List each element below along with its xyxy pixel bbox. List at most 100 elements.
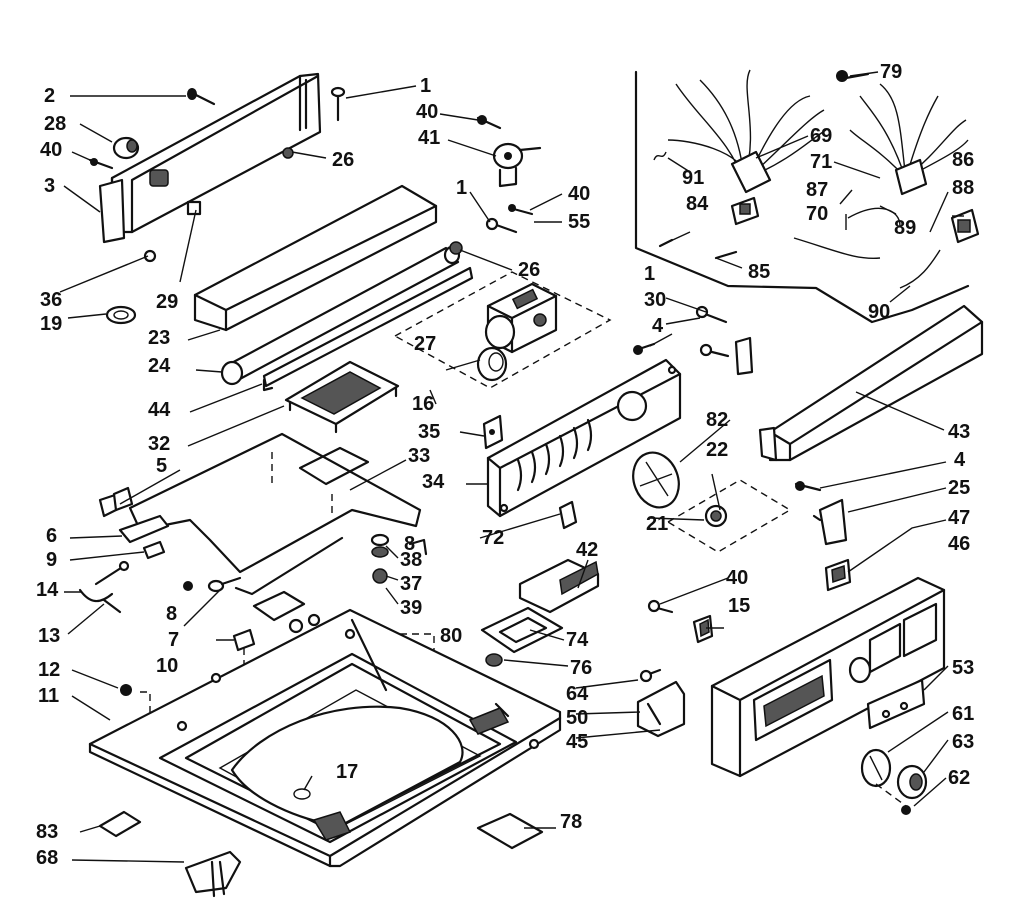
callout-15: 15: [728, 595, 751, 617]
callout-40d: 40: [726, 567, 749, 589]
callout-11: 11: [38, 685, 60, 707]
callout-2: 2: [44, 85, 56, 107]
guide-68: [184, 850, 242, 898]
callout-24: 24: [148, 355, 171, 377]
callout-1: 1: [420, 75, 432, 97]
callout-71: 71: [810, 151, 833, 173]
callout-4: 4: [954, 449, 966, 471]
callout-46: 46: [948, 533, 971, 555]
lid-switch-50: [636, 680, 686, 738]
hinge-14-13: [78, 560, 130, 614]
callout-38: 38: [400, 549, 423, 571]
callout-47: 47: [948, 507, 971, 529]
callout-44: 44: [148, 399, 171, 421]
callout-9: 9: [46, 549, 58, 571]
screw-40a: [88, 158, 114, 170]
callout-1: 1: [456, 177, 468, 199]
console-46: [710, 576, 946, 778]
screw-40c: [508, 204, 534, 216]
callout-8: 8: [166, 603, 178, 625]
callout-40: 40: [568, 183, 591, 205]
callout-88: 88: [952, 177, 975, 199]
callout-80: 80: [440, 625, 463, 647]
dial-82: [632, 451, 680, 509]
callout-68: 68: [36, 847, 59, 869]
screw-64: [639, 668, 662, 683]
bracket-25: [812, 498, 848, 546]
callout-50: 50: [566, 707, 589, 729]
callout-90: 90: [868, 301, 891, 323]
panel-34: [486, 358, 682, 518]
callout-61: 61: [952, 703, 975, 725]
callout-28: 28: [44, 113, 67, 135]
callout-32: 32: [148, 433, 171, 455]
knob-21-22: [666, 479, 792, 553]
door-42: [518, 558, 600, 614]
callout-10: 10: [156, 655, 179, 677]
screw-1-top: [330, 86, 346, 122]
callout-27: 27: [414, 333, 437, 355]
bracket-41: [492, 142, 542, 188]
harness-box: [634, 70, 970, 324]
screw-1b: [485, 217, 518, 234]
callout-36: 36: [40, 289, 63, 311]
callout-25: 25: [948, 477, 971, 499]
top-cover-11: [88, 608, 562, 868]
bracket-6: [118, 514, 170, 544]
knob-28: [112, 136, 140, 160]
switch-35: [482, 414, 504, 450]
callout-26: 26: [518, 259, 541, 281]
callout-33: 33: [408, 445, 431, 467]
callout-12: 12: [38, 659, 61, 681]
grommet-19: [105, 305, 137, 325]
callout-19: 19: [40, 313, 63, 335]
knob-27: [476, 346, 508, 382]
callout-86: 86: [952, 149, 975, 171]
channel-23: [193, 184, 438, 332]
callout-16: 16: [412, 393, 435, 415]
callout-34: 34: [422, 471, 445, 493]
callout-84: 84: [686, 193, 709, 215]
callout-78: 78: [560, 811, 583, 833]
console-bracket: [98, 72, 322, 244]
callout-29: 29: [156, 291, 179, 313]
callout-64: 64: [566, 683, 589, 705]
mounting-plate-33: [128, 432, 422, 574]
callout-35: 35: [418, 421, 441, 443]
pad-78: [476, 812, 544, 850]
callout-13: 13: [38, 625, 61, 647]
foot-83: [98, 810, 142, 838]
screw-12: [120, 684, 151, 746]
nut-76: [485, 653, 503, 667]
callout-83: 83: [36, 821, 59, 843]
callout-21: 21: [646, 513, 669, 535]
plate-32: [284, 360, 400, 434]
callout-8b: 8: [404, 533, 416, 555]
relay-87: [730, 196, 760, 226]
callout-72: 72: [482, 527, 505, 549]
callout-6: 6: [46, 525, 58, 547]
callout-91: 91: [682, 167, 705, 189]
callout-41: 41: [418, 127, 441, 149]
callout-3: 3: [44, 175, 56, 197]
washers-37-38-39: [370, 533, 428, 584]
callout-87: 87: [806, 179, 829, 201]
callout-82: 82: [706, 409, 729, 431]
callout-79: 79: [880, 61, 903, 83]
callout-30: 30: [644, 289, 667, 311]
leader-lines: [59, 71, 964, 863]
callout-5: 5: [156, 455, 168, 477]
callout-53: 53: [952, 657, 975, 679]
trim-43: [758, 304, 984, 462]
callout-4c: 4: [652, 315, 664, 337]
callout-7: 7: [168, 629, 180, 651]
spring-7: [207, 576, 242, 593]
grommet-26b: [449, 241, 463, 255]
callout-42: 42: [576, 539, 599, 561]
wire-harness: [653, 69, 969, 289]
connector-88: [950, 208, 980, 244]
callout-22: 22: [706, 439, 729, 461]
clip-15: [692, 614, 714, 644]
callout-70: 70: [806, 203, 829, 225]
